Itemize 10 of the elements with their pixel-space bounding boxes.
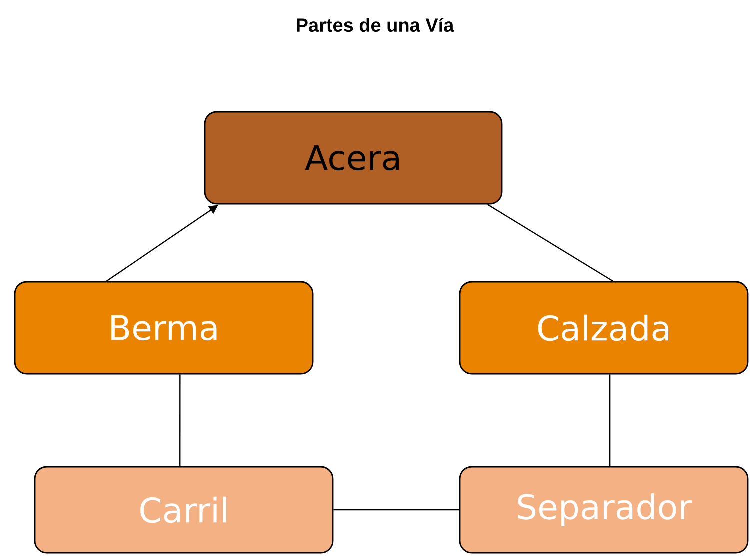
connector-line (334, 509, 460, 511)
connector-line (487, 204, 614, 282)
process-box: Acera (204, 111, 503, 205)
title: Partes de una Vía (297, 18, 454, 32)
process-box: Calzada (459, 281, 749, 375)
connector-line (180, 374, 181, 466)
connector-line (609, 374, 611, 466)
process-box: Separador (459, 466, 749, 554)
process-box: Berma (14, 281, 314, 375)
process-box: Carril (34, 466, 334, 554)
